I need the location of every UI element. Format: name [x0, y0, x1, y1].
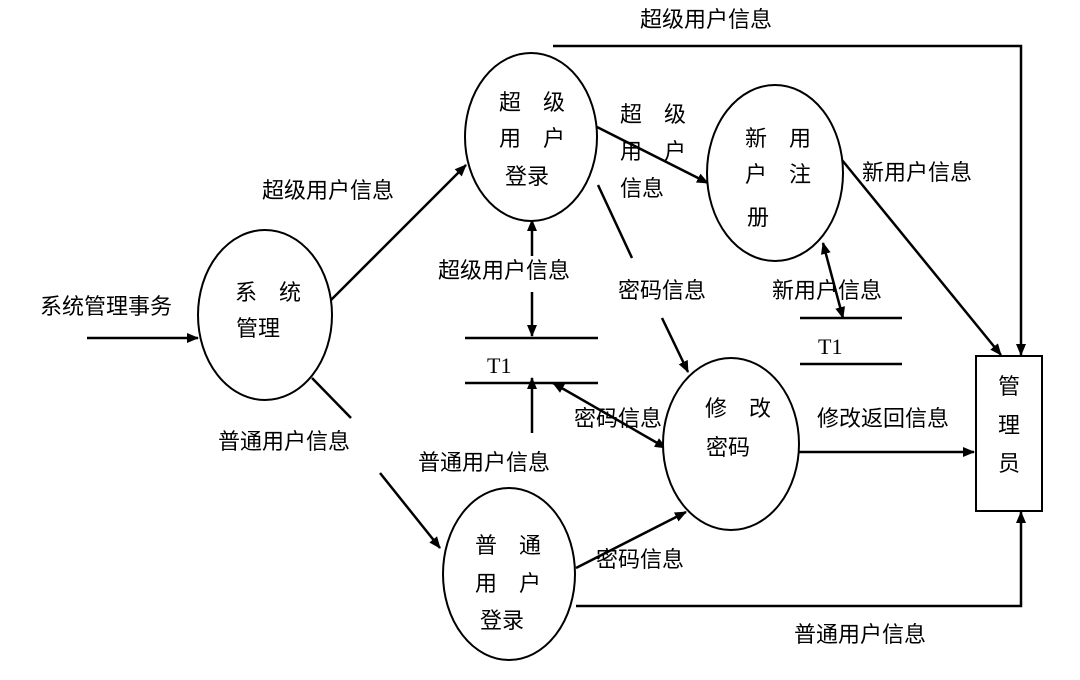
- process-new-user-register: 新 用 户 注 册: [706, 84, 844, 262]
- process-change-password: 修 改 密码: [662, 357, 800, 531]
- label-new-user-info-right: 新用户信息: [862, 161, 972, 186]
- node-change-pwd-line-1: 修 改: [705, 397, 771, 422]
- flow-system-to-super-login: [330, 164, 467, 301]
- label-super-info-vert-3: 信息: [620, 177, 664, 202]
- data-store-t1-right: T1: [800, 316, 902, 366]
- entity-admin-line-1: 管: [998, 375, 1020, 400]
- node-change-pwd-line-2: 密码: [706, 436, 750, 461]
- node-super-login-line-2: 用 户: [499, 127, 565, 152]
- node-normal-login-line-2: 用 户: [475, 572, 541, 597]
- flow-normal-login-to-change-pwd: [575, 510, 687, 570]
- process-system-management: 系 统 管理: [197, 229, 333, 401]
- label-password-info-3: 密码信息: [596, 548, 684, 573]
- entity-admin-line-2: 理: [998, 414, 1020, 439]
- label-normal-info-bottom: 普通用户信息: [794, 623, 926, 648]
- node-new-register-line-2: 户 注: [745, 163, 811, 188]
- node-super-login-line-3: 登录: [505, 165, 549, 190]
- label-password-info-2: 密码信息: [574, 407, 662, 432]
- flow-new-register-store: [821, 242, 845, 319]
- entity-administrator: 管 理 员: [975, 355, 1043, 512]
- label-new-user-info-store: 新用户信息: [772, 279, 882, 304]
- label-super-info-left: 超级用户信息: [262, 179, 394, 204]
- node-new-register-line-1: 新 用: [745, 127, 811, 152]
- flow-system-to-normal-login: [311, 377, 352, 419]
- label-normal-info-left: 普通用户信息: [218, 430, 350, 455]
- flow-new-register-to-admin: [841, 159, 1002, 356]
- label-system-affairs: 系统管理事务: [40, 295, 172, 320]
- label-super-info-vert-2: 用 户: [620, 140, 686, 165]
- flow-super-login-to-change-pwd: [596, 184, 634, 259]
- label-super-info-mid: 超级用户信息: [438, 259, 570, 284]
- entity-admin-line-3: 员: [998, 452, 1020, 477]
- label-modify-return-info: 修改返回信息: [817, 407, 949, 432]
- label-password-info-1: 密码信息: [618, 279, 706, 304]
- node-normal-login-line-3: 登录: [480, 609, 524, 634]
- flow-super-login-to-admin: [553, 44, 1026, 356]
- process-normal-user-login: 普 通 用 户 登录: [442, 487, 576, 661]
- node-system-line-2: 管理: [236, 317, 280, 342]
- data-store-t1-right-label: T1: [818, 334, 842, 359]
- data-store-t1-left-label: T1: [487, 353, 511, 378]
- node-system-line-1: 系 统: [235, 281, 301, 306]
- process-super-user-login: 超 级 用 户 登录: [464, 52, 598, 222]
- node-super-login-line-1: 超 级: [499, 91, 565, 116]
- node-normal-login-line-1: 普 通: [475, 534, 541, 559]
- flow-system-to-normal-login-b: [379, 472, 441, 549]
- flow-super-login-to-new-register: [596, 125, 709, 185]
- data-store-t1-left: T1: [465, 336, 598, 385]
- node-new-register-line-3: 册: [747, 206, 769, 231]
- label-super-info-top: 超级用户信息: [640, 8, 772, 33]
- flow-super-login-to-change-pwd-b: [660, 317, 690, 373]
- label-normal-info-mid: 普通用户信息: [418, 451, 550, 476]
- flow-normal-login-to-admin: [576, 511, 1026, 608]
- flow-store-change-pwd: [552, 381, 667, 450]
- label-super-info-vert-1: 超 级: [620, 103, 686, 128]
